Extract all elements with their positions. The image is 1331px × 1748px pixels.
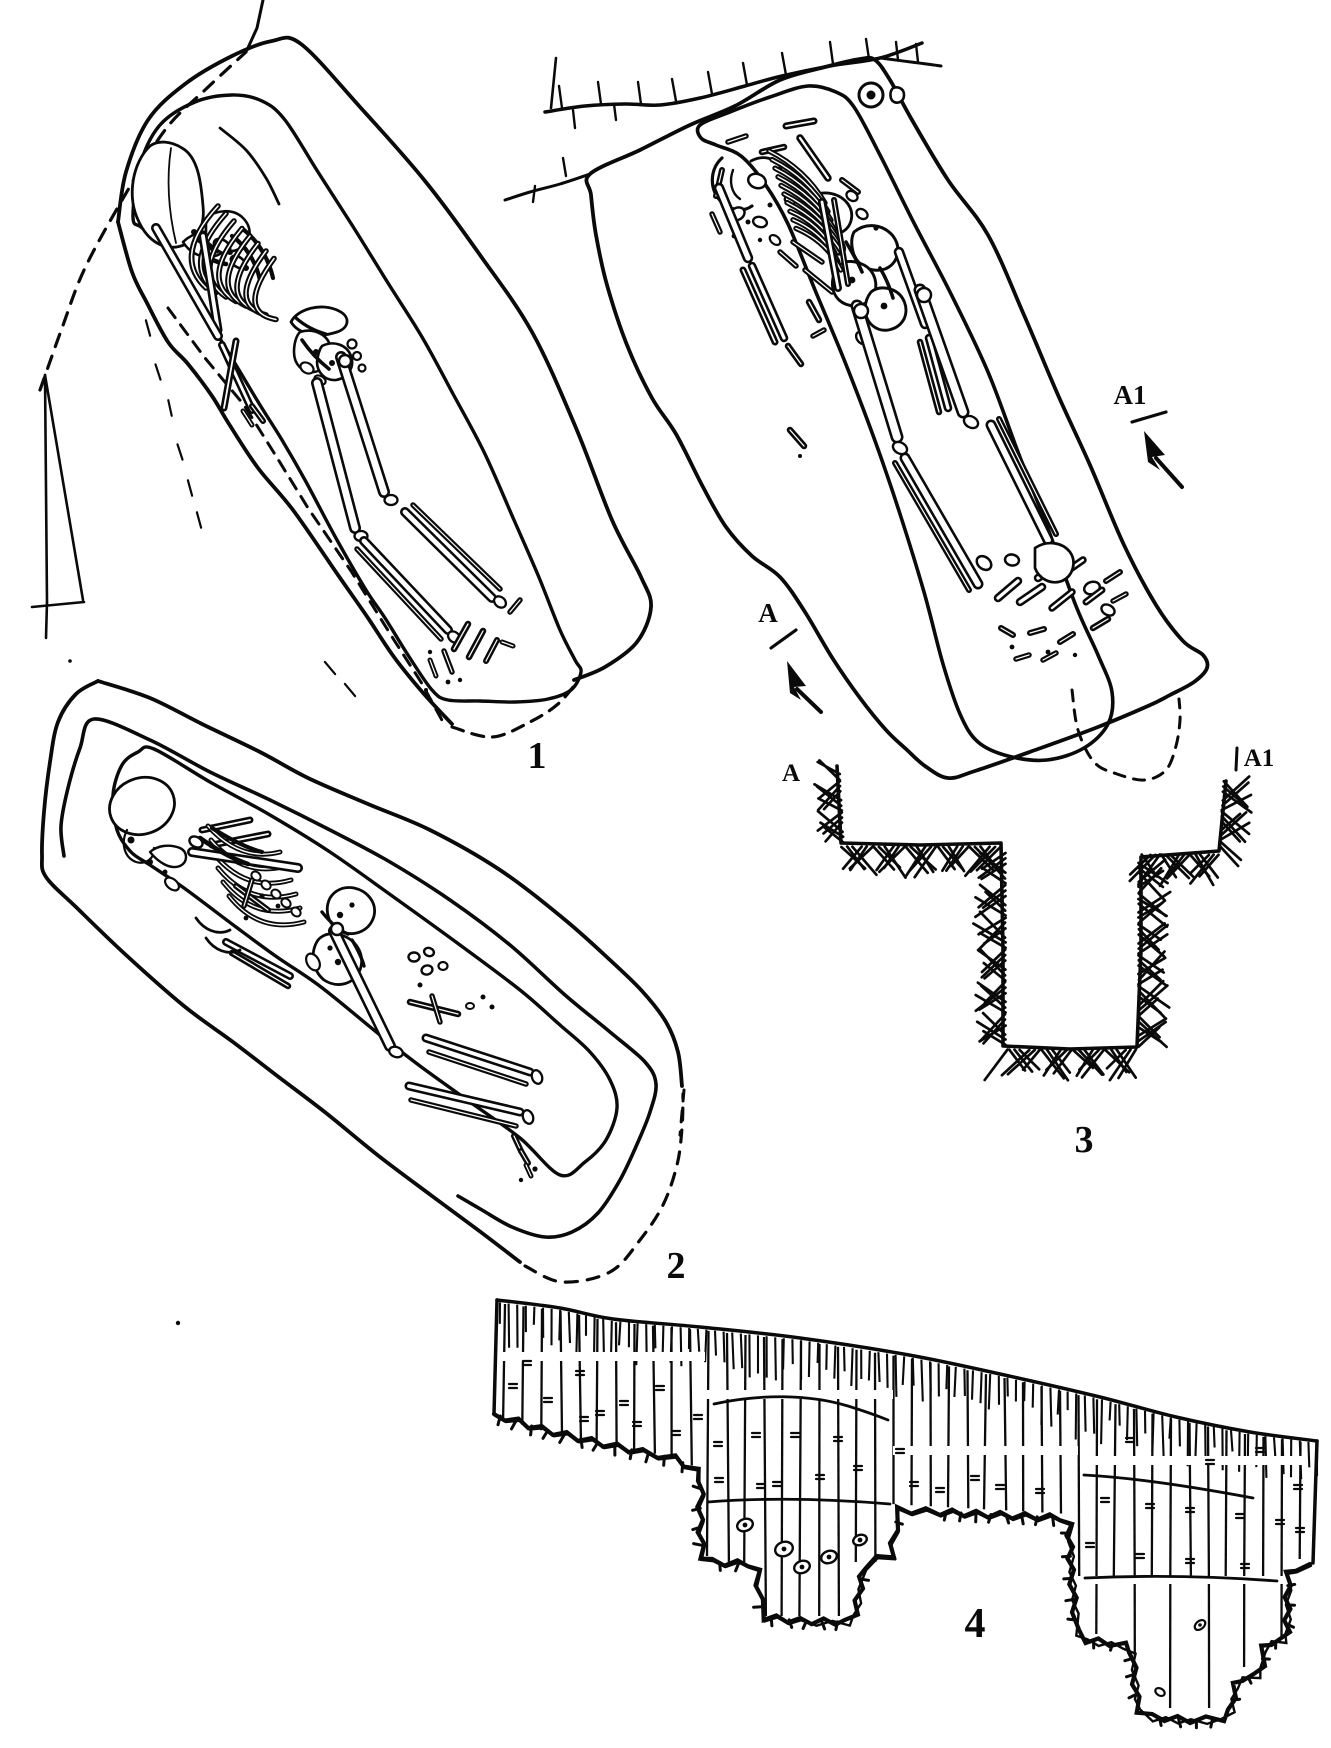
svg-text:A: A	[758, 598, 778, 628]
svg-text:2: 2	[667, 1245, 686, 1287]
svg-text:3: 3	[1075, 1119, 1094, 1161]
svg-text:A1: A1	[1114, 380, 1147, 410]
svg-text:1: 1	[528, 735, 547, 777]
svg-text:4: 4	[965, 1601, 986, 1647]
svg-text:A1: A1	[1244, 745, 1275, 772]
svg-text:A: A	[782, 760, 800, 787]
